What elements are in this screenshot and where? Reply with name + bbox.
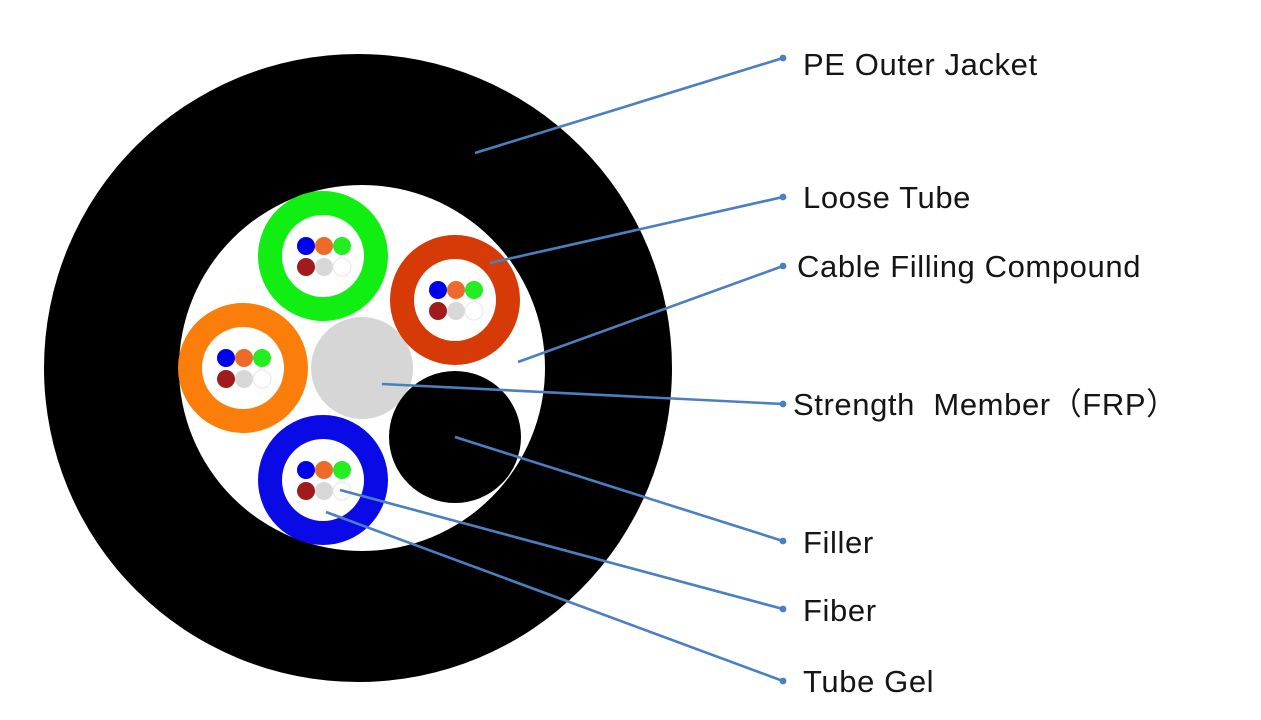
fiber <box>333 237 351 255</box>
fiber <box>253 349 271 367</box>
leader-dot-fiber <box>779 605 787 613</box>
label-loose-tube: Loose Tube <box>803 180 971 215</box>
leader-dot-pe-outer-jacket <box>779 54 787 62</box>
fiber <box>297 237 315 255</box>
label-strength-member: Strength Member（FRP） <box>793 387 1178 422</box>
fiber <box>465 281 483 299</box>
fiber <box>235 349 253 367</box>
fiber <box>315 258 333 276</box>
leader-line-filler <box>454 435 784 543</box>
leader-lines <box>325 54 787 685</box>
fiber <box>429 302 447 320</box>
tube-gel <box>414 259 496 341</box>
leader-dot-loose-tube <box>779 193 787 201</box>
leader-line-fiber <box>339 488 784 611</box>
label-tube-gel: Tube Gel <box>803 664 934 699</box>
label-fiber: Fiber <box>803 593 877 628</box>
leader-line-cable-filling-compound <box>517 264 784 364</box>
fiber <box>429 281 447 299</box>
fiber <box>217 370 235 388</box>
fiber <box>333 461 351 479</box>
fiber <box>297 258 315 276</box>
leader-line-loose-tube <box>489 195 784 265</box>
fiber <box>297 482 315 500</box>
leader-dot-strength-member <box>779 400 787 408</box>
label-pe-outer-jacket: PE Outer Jacket <box>803 47 1038 82</box>
blue-tube <box>258 415 388 545</box>
strength-member-frp <box>311 317 413 419</box>
leader-dot-tube-gel <box>779 677 787 685</box>
fiber <box>235 370 253 388</box>
fiber <box>315 461 333 479</box>
labels: PE Outer Jacket Loose Tube Cable Filling… <box>793 47 1178 699</box>
fiber <box>447 302 465 320</box>
fiber <box>315 482 333 500</box>
fiber <box>297 461 315 479</box>
tube-gel <box>282 439 364 521</box>
fiber <box>464 301 484 321</box>
fiber <box>447 281 465 299</box>
tube-gel <box>202 327 284 409</box>
leader-dot-cable-filling-compound <box>779 262 787 270</box>
tube-gel <box>282 215 364 297</box>
leader-line-strength-member <box>381 382 784 406</box>
fiber <box>217 349 235 367</box>
green-tube <box>258 191 388 321</box>
fiber <box>315 237 333 255</box>
red-tube <box>390 235 520 365</box>
label-filler: Filler <box>803 525 874 560</box>
leader-line-pe-outer-jacket <box>474 56 784 155</box>
loose-tubes <box>178 191 520 545</box>
leader-line-tube-gel <box>325 510 784 683</box>
label-cable-filling-compound: Cable Filling Compound <box>797 249 1141 284</box>
fiber <box>332 257 352 277</box>
orange-tube <box>178 303 308 433</box>
fiber <box>252 369 272 389</box>
leader-dot-filler <box>779 537 787 545</box>
